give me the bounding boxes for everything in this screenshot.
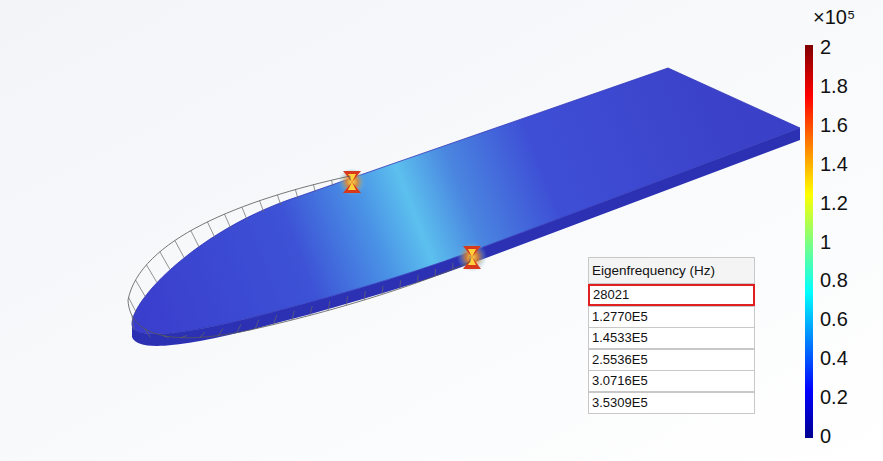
- wireframe-tick: [331, 180, 333, 186]
- wireframe-tick: [225, 214, 231, 228]
- wireframe-tick: [132, 316, 134, 330]
- colorbar-tick: 0.2: [820, 386, 848, 408]
- wireframe-tick: [364, 291, 365, 300]
- wireframe-tick: [382, 286, 383, 295]
- wireframe-tick: [160, 252, 170, 270]
- colorbar-tick: 0.4: [820, 347, 848, 369]
- wireframe-tick: [417, 275, 419, 283]
- colorbar-tick: 1.4: [820, 153, 848, 175]
- colorbar-tick: 0: [820, 425, 831, 447]
- wireframe-tick: [313, 185, 315, 192]
- wireframe-tick: [470, 256, 471, 262]
- wireframe-tick: [295, 190, 298, 199]
- table-header: Eigenfrequency (Hz): [588, 257, 755, 284]
- colorbar-exponent: ×10⁵: [813, 6, 855, 28]
- wireframe-tick: [274, 315, 277, 324]
- wireframe-tick: [237, 324, 241, 332]
- colorbar-tick: 1.8: [820, 75, 848, 97]
- wireframe-tick: [129, 297, 137, 312]
- wireframe-tick: [207, 222, 214, 238]
- wireframe-tick: [146, 265, 156, 283]
- wireframe-tick: [399, 280, 401, 288]
- wireframe-tick: [260, 201, 264, 213]
- wireframe-tick: [181, 336, 187, 338]
- table-cell: 1.4533E5: [588, 327, 755, 349]
- wireframe-tick: [200, 332, 205, 337]
- wireframe-tick: [255, 320, 259, 329]
- wireframe-tick: [328, 301, 330, 310]
- wireframe-tick: [310, 306, 312, 315]
- colorbar-tick: 1.6: [820, 114, 848, 136]
- colorbar-tick: 1.2: [820, 192, 848, 214]
- wireframe-tick: [162, 335, 168, 337]
- wireframe-tick: [292, 311, 295, 320]
- table-cell: 1.2770E5: [588, 306, 755, 328]
- table-cell: 2.5536E5: [588, 349, 755, 371]
- wireframe-tick: [136, 280, 146, 297]
- wireframe-tick: [242, 207, 247, 220]
- wireframe-tick: [435, 269, 436, 276]
- table-cell: 3.5309E5: [588, 392, 755, 414]
- wireframe-tick: [277, 195, 280, 205]
- wireframe-tick: [145, 329, 150, 338]
- colorbar-tick: 1: [820, 231, 831, 253]
- wireframe-tick: [191, 231, 199, 248]
- wireframe-tick: [350, 176, 351, 180]
- wireframe-tick: [218, 329, 223, 336]
- table-cell: 3.0716E5: [588, 370, 755, 392]
- wireframe-tick: [175, 240, 184, 257]
- colorbar-tick: 2: [820, 36, 831, 58]
- colorbar-tick: 0.8: [820, 269, 848, 291]
- wireframe-tick: [452, 263, 453, 270]
- colorbar-tick: 0.6: [820, 308, 848, 330]
- wireframe-tick: [346, 296, 348, 305]
- table-cell: 28021: [588, 284, 755, 306]
